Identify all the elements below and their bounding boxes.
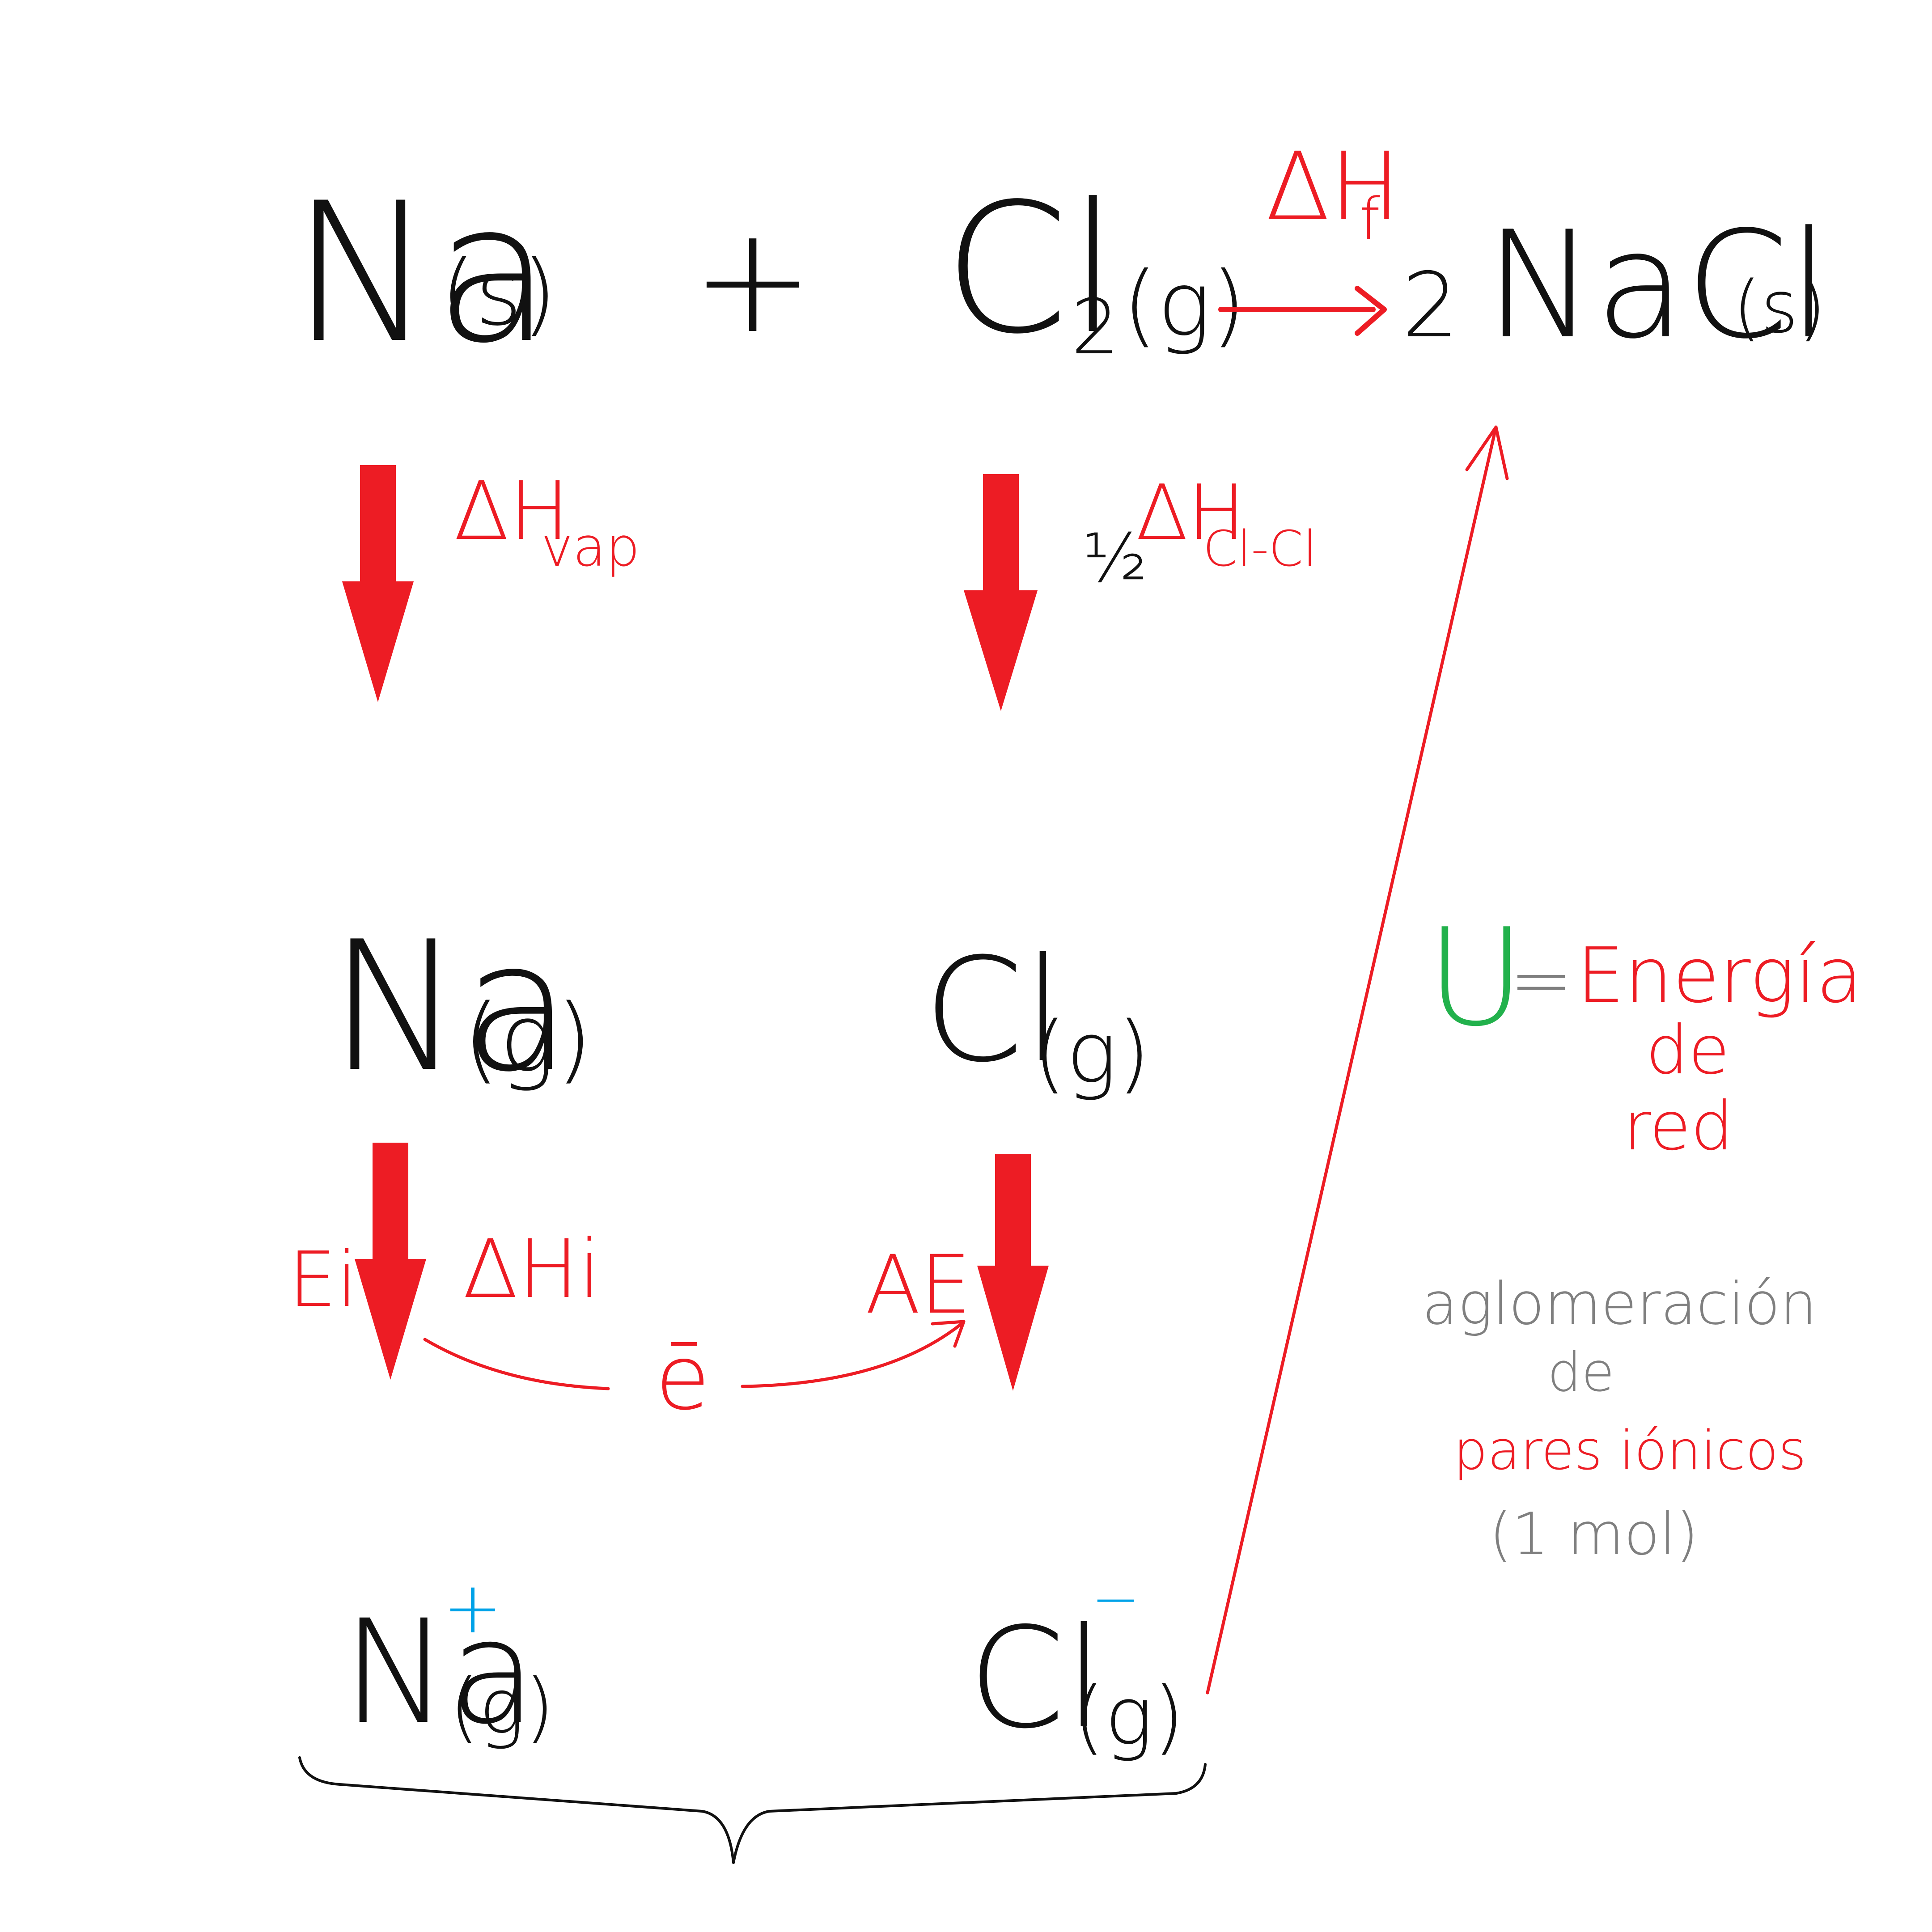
lattice-energy-arrowhead xyxy=(1465,425,1509,480)
bond-enthalpy-label: ΔH xyxy=(1136,469,1245,557)
electron-transfer-curve-left xyxy=(423,1338,610,1390)
na-gas-symbol: Na xyxy=(329,903,572,1111)
lattice-energy-line1: Energía xyxy=(1576,932,1863,1020)
nacl-symbol: NaCl xyxy=(1485,199,1830,371)
note-line1: aglomeración xyxy=(1422,1270,1817,1338)
electron-affinity-arrow xyxy=(977,1154,1049,1391)
ionization-enthalpy-label: ΔHi xyxy=(463,1223,601,1316)
ionization-energy-label: Ei xyxy=(288,1236,358,1324)
na-gas-state: (g) xyxy=(463,984,593,1093)
electron-transfer-arrowhead xyxy=(931,1320,966,1348)
bond-enthalpy-subscript: Cl-Cl xyxy=(1203,520,1317,577)
lattice-energy-line3: red xyxy=(1623,1088,1733,1165)
half-factor: ½ xyxy=(1082,520,1147,597)
lattice-energy-arrow xyxy=(1206,425,1498,1695)
formation-enthalpy-subscript: f xyxy=(1360,185,1380,253)
dissociation-arrow xyxy=(964,474,1038,711)
vaporization-enthalpy-subscript: vap xyxy=(541,517,640,579)
note-line3: pares iónicos xyxy=(1453,1420,1806,1482)
vaporization-enthalpy-label: ΔH xyxy=(454,465,570,558)
lattice-equals-sign: = xyxy=(1509,936,1573,1025)
cl2-symbol: Cl xyxy=(944,165,1118,373)
electron-affinity-label: AE xyxy=(865,1238,971,1332)
cl-gas-state: (g) xyxy=(1033,1004,1150,1102)
na-solid-state: (s) xyxy=(441,242,557,346)
na-ion-state: (g) xyxy=(449,1663,555,1751)
cl-ion-symbol: Cl xyxy=(968,1598,1104,1759)
cl-gas-symbol: Cl xyxy=(924,928,1063,1094)
na-ion-charge: + xyxy=(443,1566,503,1649)
note-line2: de xyxy=(1547,1342,1614,1404)
nacl-coefficient: 2 xyxy=(1402,254,1459,358)
na-solid-symbol: Na xyxy=(291,162,552,386)
ion-pair-brace xyxy=(298,1756,1207,1864)
cl-ion-charge: − xyxy=(1091,1565,1140,1633)
ionization-arrow xyxy=(355,1143,426,1380)
cl2-state: (g) xyxy=(1123,253,1246,357)
formation-arrowhead xyxy=(1355,286,1387,336)
electron-transfer-curve-right xyxy=(741,1322,963,1388)
lattice-energy-symbol: U xyxy=(1427,900,1525,1056)
lattice-energy-line2: de xyxy=(1646,1012,1730,1089)
vaporization-arrow xyxy=(342,465,414,702)
note-line4: (1 mol) xyxy=(1489,1500,1699,1568)
electron-symbol: ē xyxy=(655,1326,710,1430)
na-ion-symbol: Na xyxy=(342,1589,537,1756)
cl2-subscript: 2 xyxy=(1071,283,1119,372)
cl-ion-state: (g) xyxy=(1073,1670,1184,1763)
nacl-state: (s) xyxy=(1733,265,1826,349)
formation-enthalpy-label: ΔH xyxy=(1266,132,1401,242)
plus-sign: + xyxy=(691,194,815,366)
